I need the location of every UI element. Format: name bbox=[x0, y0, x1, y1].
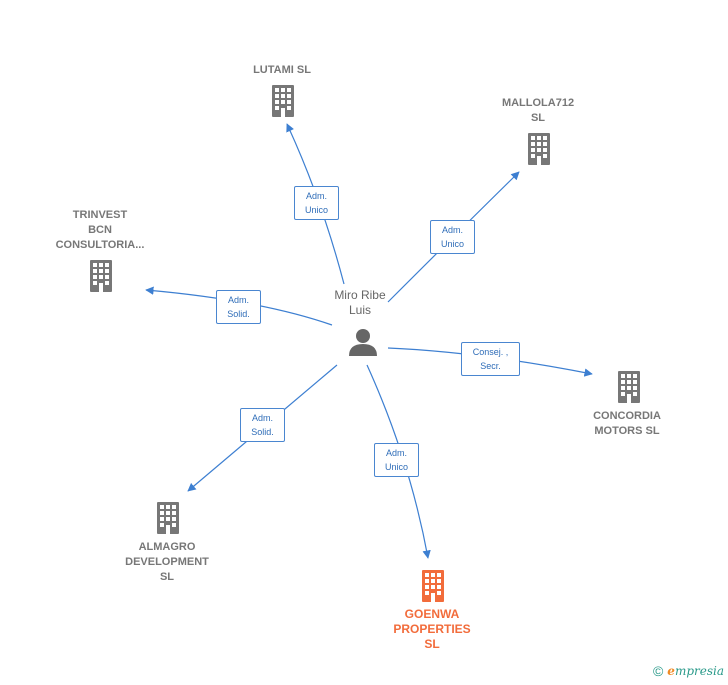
role-box-concordia[interactable]: Consej. , Secr. bbox=[461, 342, 520, 376]
role-line: Consej. , bbox=[472, 347, 509, 357]
role-box-lutami[interactable]: Adm. Unico bbox=[294, 186, 339, 220]
role-line: Solid. bbox=[251, 427, 274, 437]
role-box-trinvest[interactable]: Adm. Solid. bbox=[216, 290, 261, 324]
label-line: PROPERTIES bbox=[393, 622, 471, 636]
footer-brand: © empresia bbox=[653, 663, 724, 679]
role-box-almagro[interactable]: Adm. Solid. bbox=[240, 408, 285, 442]
label-line: LUTAMI SL bbox=[253, 64, 311, 76]
role-box-goenwa[interactable]: Adm. Unico bbox=[374, 443, 419, 477]
role-line: Unico bbox=[384, 462, 408, 472]
role-box-mallola[interactable]: Adm. Unico bbox=[430, 220, 475, 254]
building-icon-mallola[interactable] bbox=[528, 133, 550, 165]
node-label-goenwa[interactable]: GOENWA PROPERTIES SL bbox=[372, 607, 492, 652]
label-line: MALLOLA712 bbox=[501, 97, 575, 109]
center-name-line2: Luis bbox=[348, 303, 371, 317]
label-line: SL bbox=[424, 637, 440, 651]
building-icon-almagro[interactable] bbox=[157, 502, 179, 534]
building-icon-lutami[interactable] bbox=[272, 85, 294, 117]
center-name-line1: Miro Ribe bbox=[334, 288, 386, 302]
role-line: Unico bbox=[440, 239, 464, 249]
brand-rest: mpresia bbox=[674, 664, 724, 678]
center-person-label[interactable]: Miro Ribe Luis bbox=[310, 288, 410, 318]
building-icon-trinvest[interactable] bbox=[90, 260, 112, 292]
label-line: CONCORDIA bbox=[593, 410, 661, 422]
label-line: GOENWA bbox=[404, 607, 460, 621]
copyright-symbol: © bbox=[652, 663, 664, 679]
label-line: CONSULTORIA... bbox=[55, 239, 145, 251]
node-label-mallola[interactable]: MALLOLA712 SL bbox=[478, 96, 598, 126]
role-line: Secr. bbox=[480, 361, 501, 371]
label-line: SL bbox=[530, 112, 546, 124]
role-line: Solid. bbox=[227, 309, 250, 319]
brand-initial: e bbox=[667, 664, 675, 678]
building-icon-concordia[interactable] bbox=[618, 371, 640, 403]
label-line: ALMAGRO bbox=[138, 541, 196, 553]
label-line: MOTORS SL bbox=[594, 425, 660, 437]
node-label-almagro[interactable]: ALMAGRO DEVELOPMENT SL bbox=[107, 540, 227, 585]
building-icon-goenwa[interactable] bbox=[422, 570, 444, 602]
role-line: Adm. bbox=[251, 413, 273, 423]
role-line: Adm. bbox=[385, 448, 407, 458]
node-label-trinvest[interactable]: TRINVEST BCN CONSULTORIA... bbox=[40, 208, 160, 253]
label-line: SL bbox=[159, 571, 175, 583]
node-label-lutami[interactable]: LUTAMI SL bbox=[222, 63, 342, 78]
role-line: Unico bbox=[304, 205, 328, 215]
person-icon[interactable] bbox=[349, 329, 377, 356]
role-line: Adm. bbox=[227, 295, 249, 305]
role-line: Adm. bbox=[305, 191, 327, 201]
node-label-concordia[interactable]: CONCORDIA MOTORS SL bbox=[567, 409, 687, 439]
label-line: TRINVEST bbox=[72, 209, 128, 221]
label-line: BCN bbox=[88, 224, 112, 236]
brand-logo[interactable]: empresia bbox=[667, 664, 724, 678]
label-line: DEVELOPMENT bbox=[125, 556, 209, 568]
role-line: Adm. bbox=[441, 225, 463, 235]
